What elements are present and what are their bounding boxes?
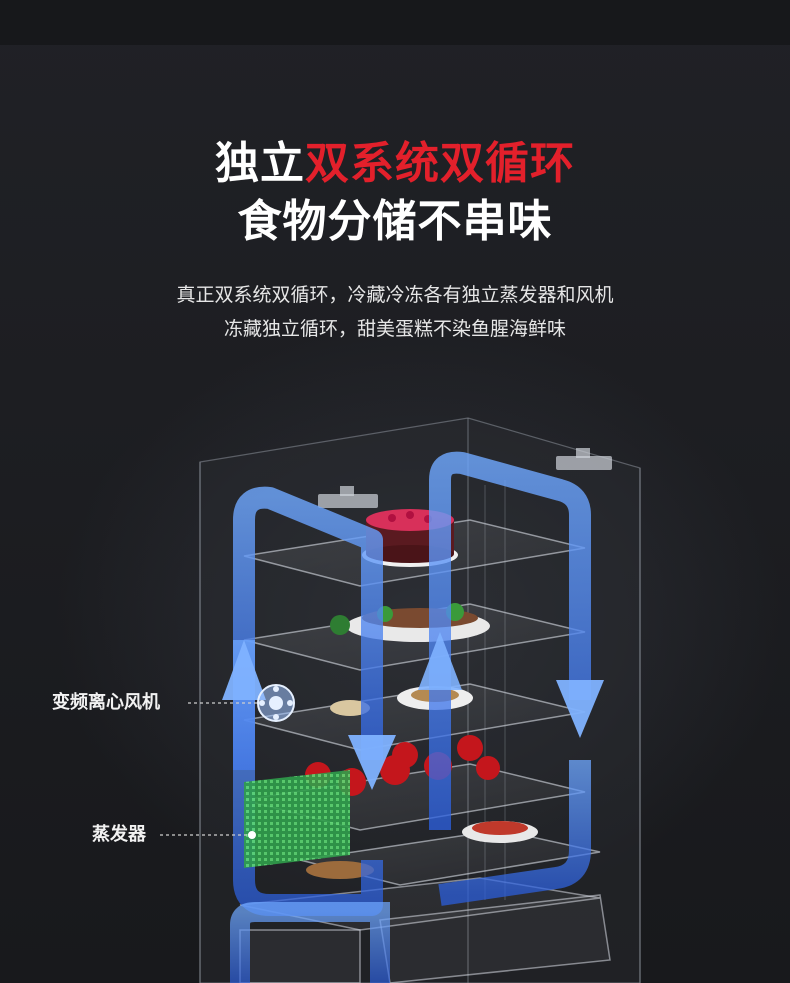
airflow-up-arrow-icon — [222, 640, 266, 700]
subtitle-line-2: 冻藏独立循环，甜美蛋糕不染鱼腥海鲜味 — [223, 318, 566, 340]
subtitle-line-1: 真正双系统双循环，冷藏冷冻各有独立蒸发器和风机 — [176, 284, 614, 306]
airflow-down-arrow-right-icon — [556, 680, 604, 738]
top-band — [0, 0, 790, 45]
centrifugal-fan-icon — [257, 684, 295, 722]
headline-accent: 双系统双循环 — [305, 138, 575, 189]
fridge-airflow-illustration — [160, 417, 641, 983]
fan-callout-label: 变频离心风机 — [52, 692, 160, 713]
airflow-up-arrow-right-icon — [418, 632, 462, 690]
hinge-right-icon — [556, 448, 612, 470]
airflow-loop-bottom — [230, 902, 390, 983]
airflow-loop-freezer — [418, 451, 604, 906]
evaporator-callout-dot — [248, 831, 256, 839]
airflow-down-arrow-icon — [348, 735, 396, 790]
drawers — [239, 877, 611, 983]
hinge-left-icon — [318, 486, 378, 508]
headline-prefix: 独立 — [215, 138, 305, 189]
evaporator-callout-label: 蒸发器 — [92, 824, 146, 845]
evaporator-coil-icon — [244, 770, 350, 868]
headline-line-2: 食物分储不串味 — [237, 196, 553, 247]
headline-line-1: 独立双系统双循环 — [0, 138, 790, 190]
seafood-icon — [306, 821, 538, 879]
cookie-plate-icon — [330, 686, 473, 716]
